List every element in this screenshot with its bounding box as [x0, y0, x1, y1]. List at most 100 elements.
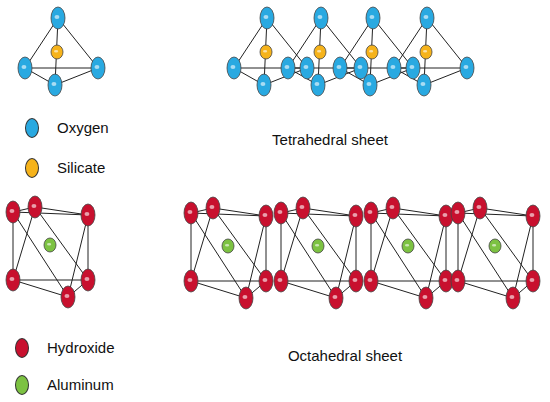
oxygen-atom: [311, 74, 325, 96]
oxygen-atom: [260, 7, 274, 29]
bond-line: [191, 213, 246, 298]
bond-line: [458, 281, 513, 298]
atom-highlight: [261, 82, 266, 86]
bond-line: [35, 207, 88, 280]
bond-line: [458, 281, 533, 282]
atom-highlight: [243, 295, 248, 299]
legend-label: Silicate: [57, 159, 105, 177]
hydroxide-atom: [386, 197, 400, 219]
hydroxide-atom: [364, 270, 378, 292]
atom-highlight: [188, 278, 193, 282]
bond-line: [191, 213, 266, 216]
bond-line: [281, 281, 356, 282]
atom-highlight: [369, 50, 373, 53]
bond-line: [281, 213, 336, 298]
atom-highlight: [391, 65, 396, 69]
atom-highlight: [423, 50, 427, 53]
atom-highlight: [477, 205, 482, 209]
hydroxide-atom: [28, 196, 42, 218]
atom-highlight: [263, 50, 267, 53]
bond-line: [213, 208, 266, 281]
legend-label: Hydroxide: [47, 339, 115, 357]
atom-highlight: [10, 277, 15, 281]
oxygen-atom: [387, 57, 401, 79]
atom-highlight: [464, 65, 469, 69]
atom-highlight: [65, 294, 70, 298]
bond-line: [393, 208, 446, 281]
atom-highlight: [263, 213, 268, 217]
silicate-atom: [314, 45, 326, 59]
hydroxide-atom: [274, 270, 288, 292]
atom-highlight: [424, 15, 429, 19]
hydroxide-atom: [6, 201, 20, 223]
bond-line: [191, 281, 246, 298]
atom-highlight: [443, 278, 448, 282]
atom-highlight: [353, 213, 358, 217]
atom-highlight: [278, 278, 283, 282]
oxygen-atom: [227, 57, 241, 79]
hydroxide-atom: [296, 197, 310, 219]
atom-highlight: [188, 210, 193, 214]
hydroxide-atom: [349, 205, 363, 227]
atom-highlight: [390, 205, 395, 209]
silicate-atom: [51, 45, 63, 59]
atom-highlight: [55, 15, 60, 19]
atom-highlight: [210, 205, 215, 209]
atom-highlight: [85, 212, 90, 216]
hydroxide-atom: [184, 202, 198, 224]
hydroxide-atom: [526, 270, 540, 292]
bond-line: [480, 208, 533, 281]
hydroxide-atom: [506, 287, 520, 309]
atom-highlight: [231, 65, 236, 69]
bond-line: [13, 212, 88, 215]
bond-line: [58, 18, 98, 68]
atom-highlight: [443, 213, 448, 217]
legend-swatch: [15, 338, 29, 358]
atom-highlight: [358, 65, 363, 69]
atom-highlight: [530, 278, 535, 282]
atom-highlight: [264, 15, 269, 19]
atom-highlight: [263, 278, 268, 282]
aluminum-atom: [489, 239, 501, 253]
legend-swatch: [15, 375, 29, 395]
hydroxide-atom: [329, 287, 343, 309]
oxygen-atom: [91, 57, 105, 79]
bond-line: [13, 212, 68, 297]
bond-line: [458, 213, 513, 298]
aluminum-atom: [402, 239, 414, 253]
atom-highlight: [225, 244, 229, 247]
atom-highlight: [52, 82, 57, 86]
bond-line: [303, 208, 356, 281]
atom-highlight: [85, 277, 90, 281]
bond-lines: [13, 18, 533, 298]
atom-highlight: [47, 243, 51, 246]
bond-line: [394, 68, 467, 69]
bond-line: [281, 281, 336, 298]
oxygen-atom: [417, 74, 431, 96]
aluminum-atom: [312, 239, 324, 253]
atom-highlight: [304, 65, 309, 69]
sheet-label: Tetrahedral sheet: [272, 131, 388, 149]
oxygen-atom: [300, 57, 314, 79]
legend-label: Oxygen: [57, 119, 109, 137]
sheet-label: Octahedral sheet: [288, 347, 402, 365]
atom-highlight: [278, 210, 283, 214]
bond-line: [371, 213, 446, 216]
hydroxide-atom: [274, 202, 288, 224]
bond-line: [13, 280, 68, 297]
hydroxide-atom: [239, 287, 253, 309]
atom-highlight: [333, 295, 338, 299]
oxygen-atom: [420, 7, 434, 29]
atom-highlight: [510, 295, 515, 299]
oxygen-atom: [406, 57, 420, 79]
atom-highlight: [317, 50, 321, 53]
atoms: [6, 7, 540, 309]
bond-line: [281, 213, 356, 216]
hydroxide-atom: [419, 287, 433, 309]
silicate-atom: [420, 45, 432, 59]
atom-highlight: [32, 204, 37, 208]
bond-line: [371, 281, 426, 298]
atom-highlight: [95, 65, 100, 69]
atom-highlight: [368, 210, 373, 214]
atom-highlight: [318, 15, 323, 19]
